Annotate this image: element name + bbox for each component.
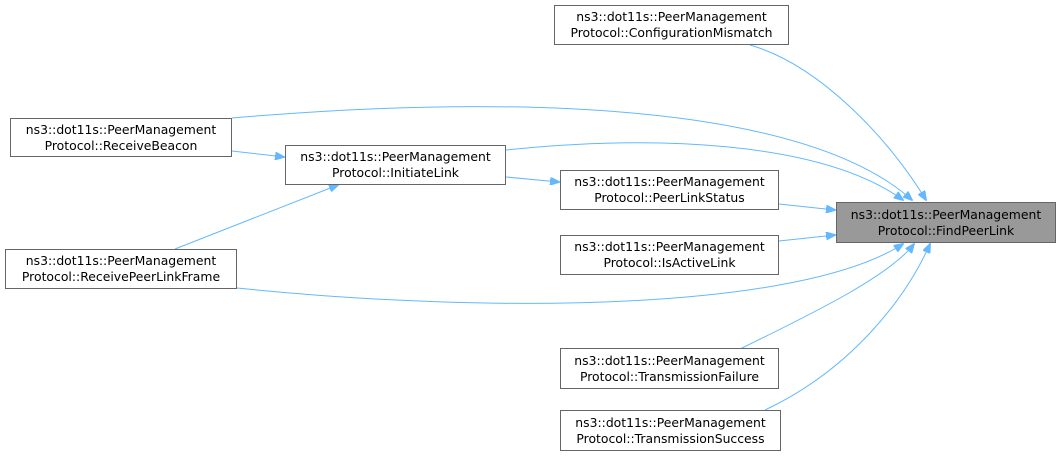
node-initiatelink-line1: ns3::dot11s::PeerManagement xyxy=(300,149,491,164)
node-findpeerlink-line2: Protocol::FindPeerLink xyxy=(877,222,1015,238)
edge-receivepeerlinkframe-to-findpeerlink xyxy=(236,244,903,304)
node-configmismatch-line2: Protocol::ConfigurationMismatch xyxy=(570,25,773,40)
edge-transmissionfailure-to-findpeerlink xyxy=(739,244,914,350)
node-receivepeerlinkframe[interactable]: ns3::dot11s::PeerManagement Protocol::Re… xyxy=(5,249,237,289)
node-receivepeerlinkframe-line1: ns3::dot11s::PeerManagement xyxy=(25,253,217,268)
edge-transmissionsuccess-to-findpeerlink xyxy=(764,244,930,411)
node-receivebeacon-line2: Protocol::ReceiveBeacon xyxy=(44,137,198,153)
node-transmissionfailure-line1: ns3::dot11s::PeerManagement xyxy=(574,352,765,368)
edge-receivebeacon-to-initiatelink xyxy=(231,150,284,157)
node-transmissionsuccess-line2: Protocol::TransmissionSuccess xyxy=(576,430,765,446)
node-transmissionfailure[interactable]: ns3::dot11s::PeerManagement Protocol::Tr… xyxy=(560,348,779,389)
node-peerlinkstatus-line1: ns3::dot11s::PeerManagement xyxy=(574,174,765,189)
node-configmismatch[interactable]: ns3::dot11s::PeerManagement Protocol::Co… xyxy=(554,5,789,45)
node-receivepeerlinkframe-line2: Protocol::ReceivePeerLinkFrame xyxy=(21,269,221,284)
node-findpeerlink[interactable]: ns3::dot11s::PeerManagement Protocol::Fi… xyxy=(836,202,1056,243)
node-isactivelink[interactable]: ns3::dot11s::PeerManagement Protocol::Is… xyxy=(560,235,779,275)
node-transmissionsuccess[interactable]: ns3::dot11s::PeerManagement Protocol::Tr… xyxy=(560,410,781,451)
edge-receivebeacon-to-findpeerlink xyxy=(231,106,912,200)
edge-configmismatch-to-findpeerlink xyxy=(749,44,926,200)
node-initiatelink-line2: Protocol::InitiateLink xyxy=(332,165,459,180)
edge-initiatelink-to-peerlinkstatus xyxy=(505,176,559,182)
node-findpeerlink-line1: ns3::dot11s::PeerManagement xyxy=(850,206,1042,222)
node-transmissionfailure-line2: Protocol::TransmissionFailure xyxy=(579,368,760,384)
edge-isactivelink-to-findpeerlink xyxy=(778,235,835,242)
edge-receivepeerlinkframe-to-initiatelink xyxy=(174,185,338,250)
node-transmissionsuccess-line1: ns3::dot11s::PeerManagement xyxy=(575,414,766,430)
node-receivebeacon-line1: ns3::dot11s::PeerManagement xyxy=(25,121,217,137)
node-isactivelink-line2: Protocol::IsActiveLink xyxy=(603,255,736,270)
edge-initiatelink-to-findpeerlink xyxy=(505,142,903,200)
node-isactivelink-line1: ns3::dot11s::PeerManagement xyxy=(574,239,765,254)
edge-peerlinkstatus-to-findpeerlink xyxy=(778,203,835,210)
node-peerlinkstatus[interactable]: ns3::dot11s::PeerManagement Protocol::Pe… xyxy=(560,170,779,210)
node-configmismatch-line1: ns3::dot11s::PeerManagement xyxy=(576,9,767,24)
node-receivebeacon[interactable]: ns3::dot11s::PeerManagement Protocol::Re… xyxy=(10,118,232,157)
node-initiatelink[interactable]: ns3::dot11s::PeerManagement Protocol::In… xyxy=(285,145,506,185)
node-peerlinkstatus-line2: Protocol::PeerLinkStatus xyxy=(594,190,745,205)
